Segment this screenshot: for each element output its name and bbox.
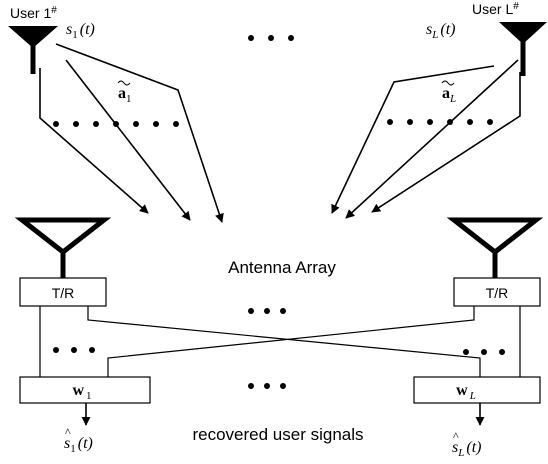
user-1-tilde-mark [117,80,131,86]
user-l-label: User L# [472,1,519,17]
tr-box-right-label: T/R [486,285,509,301]
user-l-antenna-icon [499,22,547,76]
output-1-signal: s1(t) [64,435,93,455]
weights-ellipsis [248,383,286,389]
interconnect-lines [39,306,521,378]
user-1-path-arrow [65,59,191,221]
user-l-steering-symbol: aL [442,85,456,105]
recovered-signals-label: recovered user signals [192,425,363,444]
array-antenna-right-icon [446,217,544,278]
output-1-label: s1(t) ^ [64,425,93,455]
right-channel-ellipsis [463,349,505,355]
tr-box-left-label: T/R [52,285,75,301]
tr-box-right: T/R [453,277,541,307]
user-1-steering-symbol: a1 [118,85,132,105]
left-channel-ellipsis [53,347,95,353]
user-1-label: User 1# [10,5,57,21]
user-l-signal-label: sL(t) [426,21,455,41]
antenna-array-label: Antenna Array [228,258,336,277]
output-l-label: sL(t) ^ [452,429,481,459]
user-l-steering-label: aL [441,80,456,105]
output-l-signal: sL(t) [452,439,481,459]
user-1-antenna-icon [8,26,58,74]
user-1-group: User 1# s1(t) a1 [8,5,224,223]
user-l-path-arrow [345,59,519,219]
user-1-steering-label: a1 [117,80,132,105]
array-antenna-left-icon [14,217,112,278]
output-1-hat: ^ [65,425,71,439]
users-ellipsis [248,35,294,41]
user-1-signal-label: s1(t) [66,21,95,41]
user-1-path-arrow [39,68,149,214]
user-l-path-arrow [331,65,495,214]
user-l-path-ellipsis [387,119,493,125]
tr-ellipsis [248,308,286,314]
tr-box-left: T/R [19,277,107,307]
output-l-hat: ^ [453,429,459,443]
user-l-path-arrow [371,72,521,213]
user-1-path-arrow [55,43,224,223]
user-l-group: User L# sL(t) aL [331,1,547,219]
user-1-path-ellipsis [53,121,179,127]
user-l-tilde-mark [441,80,455,86]
